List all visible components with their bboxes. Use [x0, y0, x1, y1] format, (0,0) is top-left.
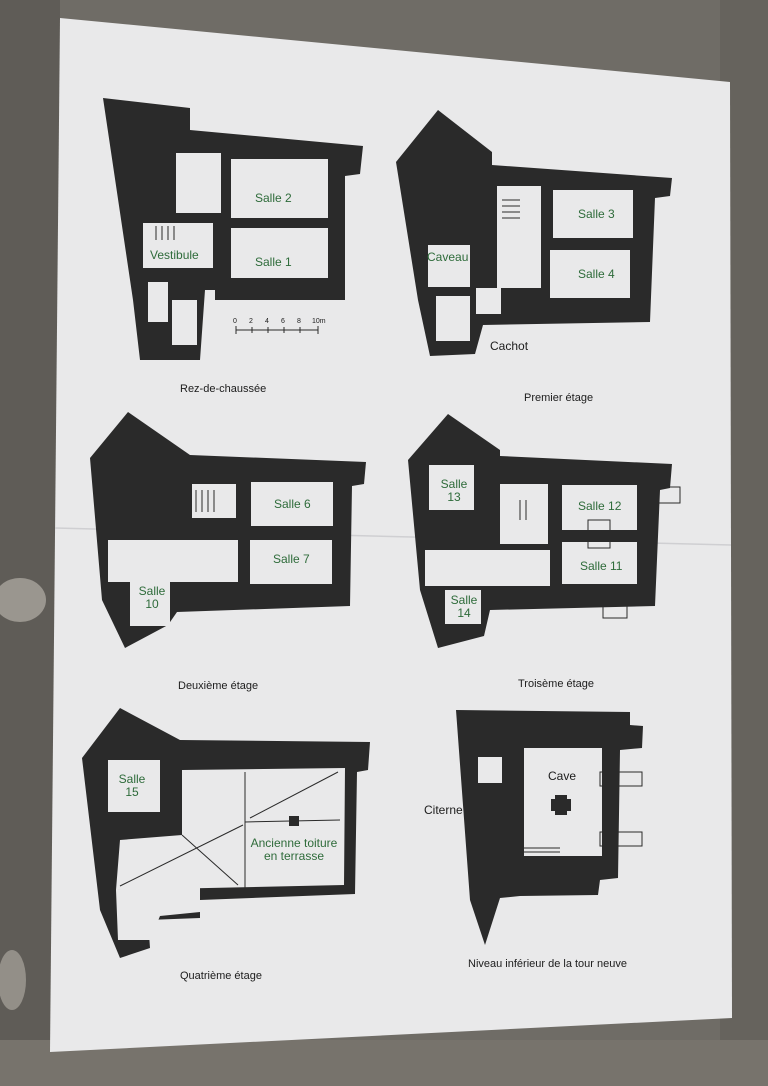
room-label: Salle 6	[274, 497, 311, 511]
room-label: Vestibule	[150, 248, 199, 262]
floor-caption: Deuxième étage	[178, 680, 259, 692]
floor-caption: Quatrième étage	[180, 970, 262, 982]
room-label: Salle 12	[578, 499, 622, 513]
floor-caption: Premier étage	[524, 392, 594, 404]
room-label: Salle 14	[450, 593, 478, 620]
scale-tick: 6	[281, 318, 285, 325]
room-label: Salle 10	[138, 584, 166, 611]
room-label: Salle 13	[440, 477, 468, 504]
room-label: Citerne	[424, 803, 463, 817]
floor-caption: Rez-de-chaussée	[180, 383, 267, 395]
scale-tick: 4	[265, 318, 269, 325]
room-label: Ancienne toiture en terrasse	[250, 836, 338, 863]
scale-tick: 8	[297, 318, 301, 325]
room-label: Salle 3	[578, 207, 615, 221]
scale-tick: 2	[249, 318, 253, 325]
room-label: Salle 11	[580, 559, 623, 573]
room-label: Salle 2	[255, 191, 292, 205]
scale-bar	[235, 326, 319, 334]
scale-tick: 10m	[312, 318, 326, 325]
room-label: Caveau	[427, 250, 469, 264]
room-label: Salle 7	[273, 552, 310, 566]
floor-caption: Troisème étage	[518, 678, 595, 690]
scale-tick: 0	[233, 318, 237, 325]
room-label: Salle 4	[578, 267, 615, 281]
room-label: Salle 15	[118, 772, 146, 799]
room-label: Cave	[548, 769, 577, 783]
room-label: Salle 1	[255, 255, 292, 269]
room-label: Cachot	[490, 339, 529, 353]
floor-caption: Niveau inférieur de la tour neuve	[468, 958, 627, 970]
